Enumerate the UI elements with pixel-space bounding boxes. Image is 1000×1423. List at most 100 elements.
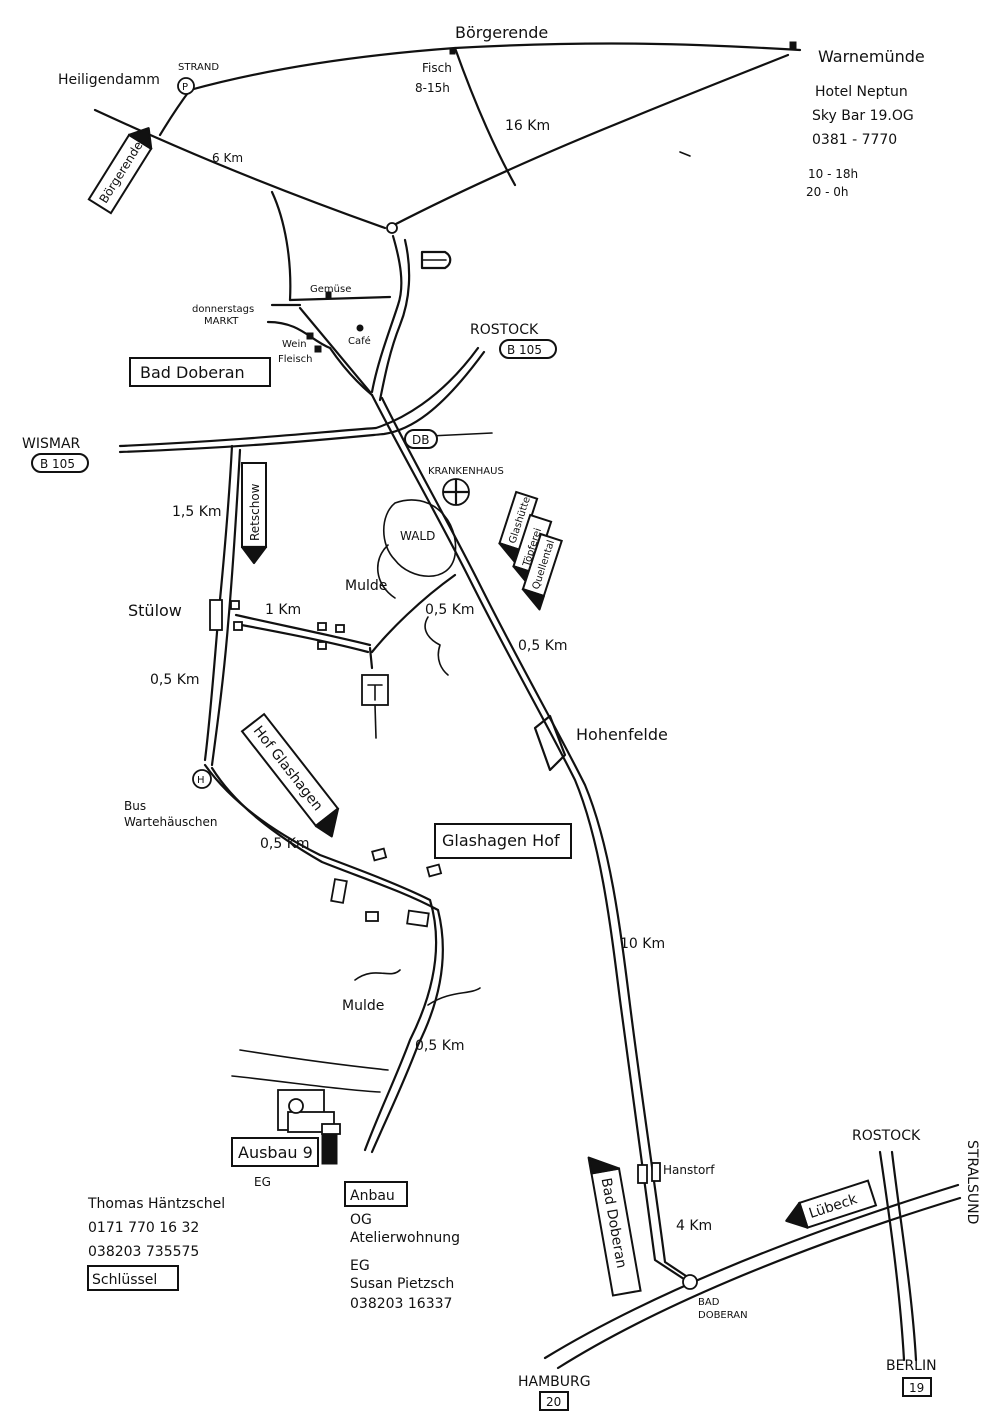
label-hohenfelde: Hohenfelde (576, 725, 668, 744)
mulde-line-2 (424, 616, 449, 676)
mulde-line-1 (376, 544, 396, 599)
contact-block-left: Ausbau 9 EG Thomas Häntzschel 0171 770 1… (87, 1137, 319, 1291)
label-name1: Thomas Häntzschel (87, 1196, 225, 1212)
cafe-marker (356, 324, 364, 332)
label-eg1: EG (254, 1175, 271, 1189)
boergerende-road (453, 46, 517, 187)
distance-labels: 6 Km 16 Km 1,5 Km 1 Km 0,5 Km 0,5 Km 0,5… (150, 118, 712, 1234)
label-fleisch: Fleisch (278, 354, 313, 365)
roundabout-south-road-2 (378, 238, 411, 402)
hohenfelde-marker (533, 714, 567, 772)
svg-text:Bad Doberan: Bad Doberan (140, 363, 245, 382)
glashagen-hof-box (434, 823, 572, 859)
label-boergerende: Börgerende (455, 23, 548, 42)
farm-lane-top (239, 1049, 389, 1071)
label-heiligendamm: Heiligendamm (58, 72, 160, 88)
label-bus-1: Bus (124, 799, 146, 813)
label-cafe: Café (348, 335, 371, 347)
a19-badge (902, 1377, 932, 1397)
town-triangle-left (298, 306, 372, 394)
a20-badge (539, 1391, 569, 1411)
db-badge (404, 429, 438, 449)
label-eg2: EG (350, 1258, 370, 1274)
wein-marker (306, 332, 314, 340)
label-rostock-bottom: ROSTOCK (852, 1128, 921, 1144)
label-og: OG (350, 1212, 372, 1228)
warnemuende-road (390, 53, 790, 228)
side-road-to-main (370, 573, 457, 654)
glashagen-road-2 (210, 766, 444, 1154)
farm-lane-bottom (231, 1075, 381, 1093)
key-box (87, 1265, 179, 1291)
mulde-line-3 (354, 969, 401, 981)
a20-highway-2 (556, 1196, 962, 1370)
label-glashagen-hof: Glashagen Hof (442, 831, 560, 850)
label-hotel-name: Hotel Neptun (815, 84, 908, 100)
label-hanstorf: Hanstorf (663, 1163, 715, 1177)
distance-0-5km-c: 0,5 Km (150, 672, 200, 688)
town-street (266, 320, 374, 397)
bus-stop-icon (192, 769, 212, 789)
distance-0-5km-e: 0,5 Km (415, 1038, 465, 1054)
distance-0-5km-b: 0,5 Km (518, 638, 568, 654)
svg-text:Retschow: Retschow (248, 483, 262, 541)
label-mulde-2: Mulde (342, 998, 384, 1014)
b105-road (118, 346, 480, 448)
fisch-marker (449, 47, 456, 55)
sign-hof-glashagen: Hof Glashagen (240, 712, 340, 838)
label-db: DB (412, 433, 429, 447)
label-berlin: BERLIN (886, 1358, 937, 1374)
svg-text:Hof Glashagen: Hof Glashagen (250, 723, 326, 814)
mulde-line-4 (427, 987, 481, 1006)
distance-1-5km: 1,5 Km (172, 504, 222, 520)
a19-highway-2 (890, 1150, 918, 1362)
label-krankenhaus: KRANKENHAUS (428, 466, 504, 477)
label-phone1a: 0171 770 16 32 (88, 1220, 199, 1236)
label-a20: 20 (546, 1395, 561, 1409)
label-bus-stop: H (197, 775, 205, 786)
label-bad-junction-1: BAD (698, 1297, 720, 1308)
label-ausbau: Ausbau 9 (238, 1143, 313, 1162)
sign-retschow: Retschow (240, 462, 268, 565)
distance-4km: 4 Km (676, 1218, 712, 1234)
label-name2: Susan Pietzsch (350, 1276, 454, 1292)
stuelow-marker (209, 599, 223, 631)
roundabout-south-road (370, 234, 403, 394)
ausbau-box (231, 1137, 319, 1167)
town-triangle-top (288, 295, 392, 302)
label-atelier: Atelierwohnung (350, 1230, 460, 1246)
label-hours-2: 20 - 0h (806, 185, 848, 199)
label-hamburg: HAMBURG (518, 1374, 591, 1390)
railway (429, 432, 493, 437)
place-labels: Heiligendamm STRAND P Börgerende Fisch 8… (22, 23, 980, 1411)
label-markt-2: MARKT (204, 316, 239, 327)
roads (93, 42, 962, 1370)
label-mulde-1: Mulde (345, 578, 387, 594)
distance-0-5km-a: 0,5 Km (425, 602, 475, 618)
distance-1km: 1 Km (265, 602, 301, 618)
label-wald: WALD (400, 529, 435, 543)
roundabout-bad-doberan (682, 1274, 698, 1290)
label-a19: 19 (909, 1381, 924, 1395)
label-gemuese: Gemüse (310, 284, 351, 295)
roundabout-north (386, 222, 398, 234)
warnemuende-marker (789, 41, 797, 51)
label-warnemuende: Warnemünde (818, 47, 925, 66)
label-wein: Wein (282, 339, 307, 350)
label-phone1b: 038203 735575 (88, 1244, 199, 1260)
glashagen-road (203, 763, 438, 1152)
label-hours-1: 10 - 18h (808, 167, 858, 181)
sign-boergerende: Börgerende (87, 127, 153, 215)
main-road-south (370, 393, 692, 1285)
sign-bad-doberan-road: Bad Doberan (587, 1156, 642, 1297)
gemuese-marker (325, 291, 332, 299)
sign-bad-doberan-town: Bad Doberan (129, 357, 271, 387)
stuelow-east-road-2 (234, 622, 370, 654)
label-bus-2: Wartehäuschen (124, 815, 217, 829)
coast-road (188, 42, 802, 92)
label-strand: STRAND (178, 62, 219, 73)
b105-badge-west (31, 453, 89, 473)
distance-0-5km-d: 0,5 Km (260, 836, 310, 852)
label-stuelow: Stülow (128, 601, 182, 620)
side-road-down (368, 646, 374, 670)
